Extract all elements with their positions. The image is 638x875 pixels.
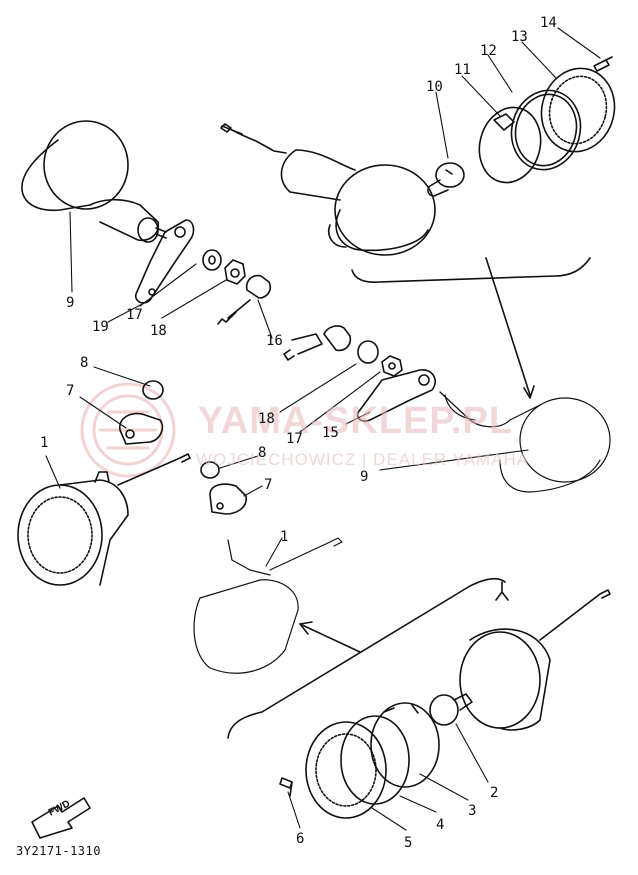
callout-7-left: 7 bbox=[66, 383, 75, 399]
fwd-arrow-icon bbox=[31, 797, 91, 839]
callout-3: 3 bbox=[468, 803, 477, 819]
group-bracket-bottom bbox=[227, 577, 506, 739]
callout-18-mid: 18 bbox=[258, 411, 275, 427]
washer-nut-top bbox=[202, 249, 272, 325]
cap-center bbox=[200, 461, 220, 479]
callout-6: 6 bbox=[296, 831, 305, 847]
callout-9-top: 9 bbox=[66, 295, 75, 311]
watermark-subtitle: WOJCIECHOWICZ | DEALER YAMAHA bbox=[196, 450, 530, 469]
callout-19: 19 bbox=[92, 319, 109, 335]
cap-left bbox=[142, 380, 164, 400]
front-flasher-left bbox=[17, 453, 191, 586]
socket-middle bbox=[283, 325, 403, 377]
leader-lines-mid bbox=[279, 363, 529, 471]
leader-lines-bottom bbox=[287, 723, 489, 831]
callout-8-left: 8 bbox=[80, 355, 89, 371]
flasher-housing-middle-right bbox=[439, 391, 611, 493]
callout-2: 2 bbox=[490, 785, 499, 801]
callout-9-mid: 9 bbox=[360, 469, 369, 485]
callout-10: 10 bbox=[426, 79, 443, 95]
callout-5: 5 bbox=[404, 835, 413, 851]
flasher-housing-top-left bbox=[21, 120, 167, 243]
callout-12: 12 bbox=[480, 43, 497, 59]
callout-8-center: 8 bbox=[258, 445, 267, 461]
ring-top bbox=[510, 89, 582, 171]
callout-4: 4 bbox=[436, 817, 445, 833]
callout-13: 13 bbox=[511, 29, 528, 45]
reflector-ring-bottom bbox=[370, 702, 440, 788]
bulb-bottom bbox=[429, 693, 473, 726]
bracket-middle bbox=[356, 369, 436, 422]
screw-bottom bbox=[279, 777, 293, 797]
callout-11: 11 bbox=[454, 62, 471, 78]
callout-17-mid: 17 bbox=[286, 431, 303, 447]
screw-top bbox=[593, 56, 613, 72]
diagram-code: 3Y2171-1310 bbox=[16, 844, 101, 858]
bulb-top bbox=[427, 162, 465, 197]
leader-lines-left bbox=[45, 366, 151, 489]
callout-18-top: 18 bbox=[150, 323, 167, 339]
callout-7-center: 7 bbox=[264, 477, 273, 493]
callout-17-top: 17 bbox=[126, 307, 143, 323]
mount-center bbox=[209, 483, 247, 515]
callout-16: 16 bbox=[266, 333, 283, 349]
gasket-top bbox=[478, 106, 542, 184]
callout-1-left: 1 bbox=[40, 435, 49, 451]
callout-14: 14 bbox=[540, 15, 557, 31]
watermark-title: YAMA-SKLEP.PL bbox=[198, 400, 513, 442]
lens-bottom bbox=[305, 721, 387, 819]
flasher-body-bottom bbox=[459, 581, 611, 731]
mount-left bbox=[119, 412, 164, 445]
front-flasher-center bbox=[193, 537, 343, 674]
leader-lines-top bbox=[69, 27, 601, 339]
leader-lines-center bbox=[219, 455, 283, 567]
lens-top bbox=[540, 67, 616, 153]
flasher-housing-top-right bbox=[220, 123, 436, 256]
callout-1-center: 1 bbox=[280, 529, 289, 545]
callout-15: 15 bbox=[322, 425, 339, 441]
bracket-top-left bbox=[134, 219, 195, 304]
group-bracket-top bbox=[351, 257, 591, 399]
